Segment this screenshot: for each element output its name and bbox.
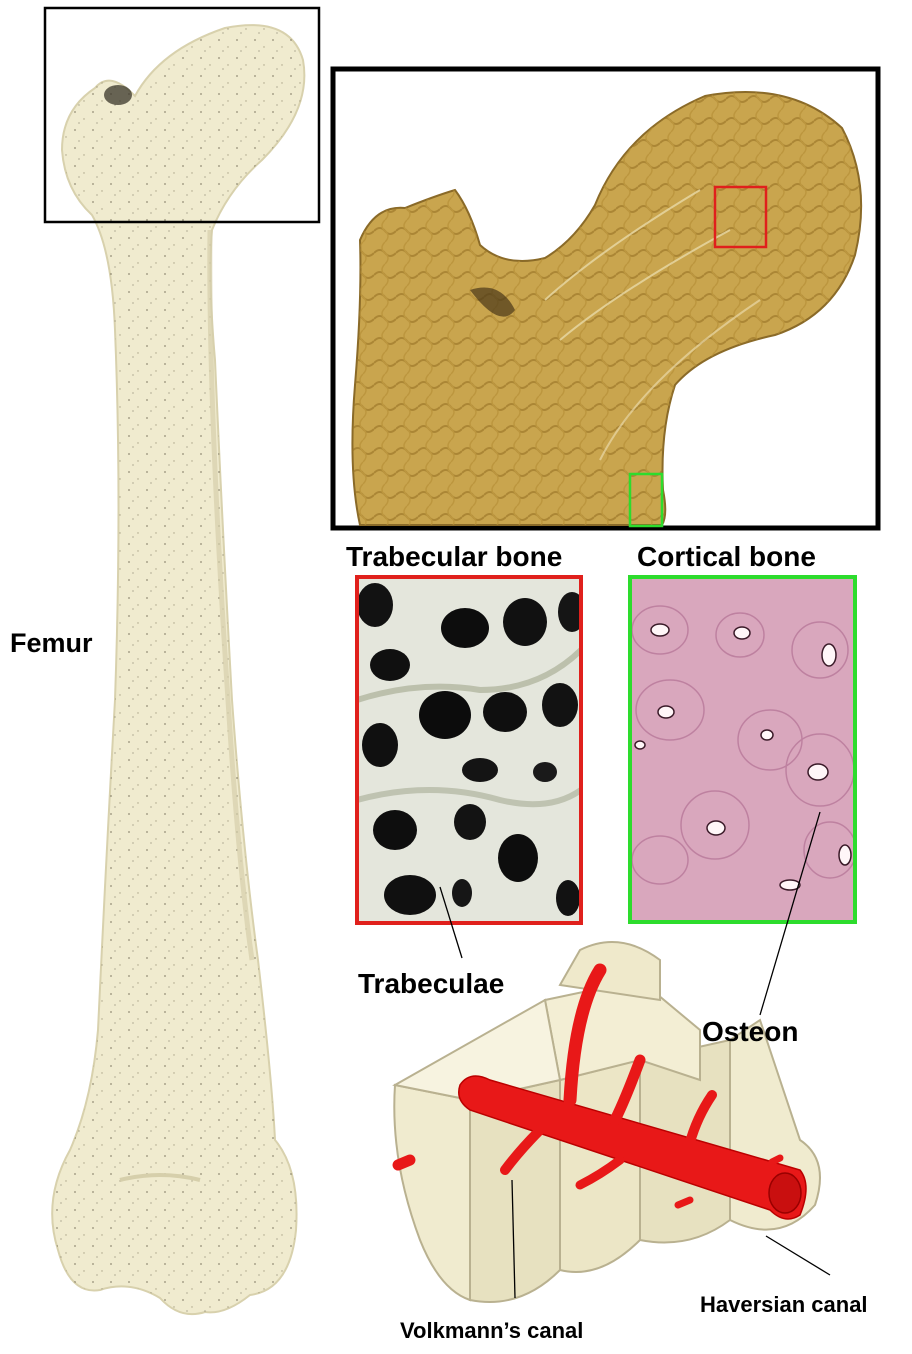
femur-label: Femur bbox=[10, 630, 93, 657]
cortical-bone-label: Cortical bone bbox=[637, 543, 816, 571]
femur-illustration bbox=[52, 25, 304, 1314]
cortical-micrograph bbox=[630, 577, 856, 922]
trabecular-bone-label: Trabecular bone bbox=[346, 543, 562, 571]
trabeculae-label: Trabeculae bbox=[358, 970, 504, 998]
haversian-canal-label: Haversian canal bbox=[700, 1294, 868, 1316]
volkmanns-canal-label: Volkmann’s canal bbox=[400, 1320, 583, 1342]
trabecular-micrograph bbox=[357, 577, 586, 923]
haversian-pointer bbox=[766, 1236, 830, 1275]
osteon-label: Osteon bbox=[702, 1018, 798, 1046]
